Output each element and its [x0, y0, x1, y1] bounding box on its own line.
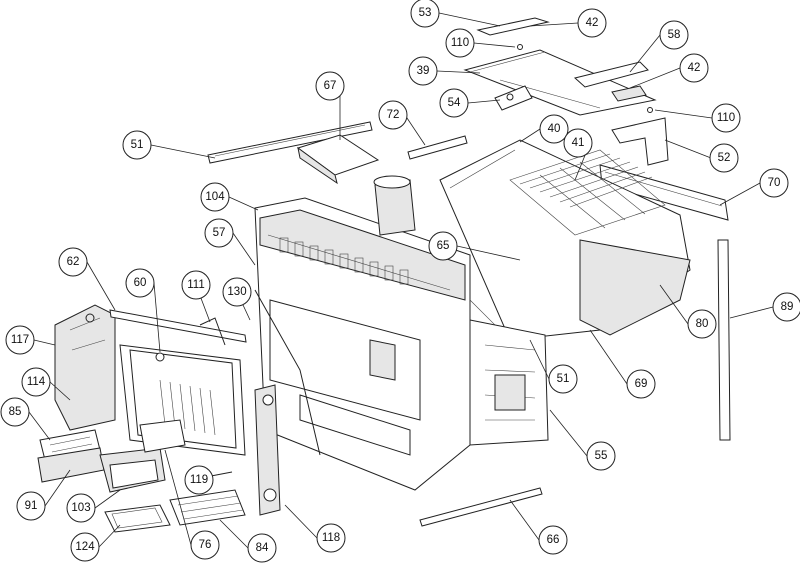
svg-text:76: 76	[199, 539, 212, 551]
callout-51-right: 51	[548, 364, 578, 394]
svg-text:52: 52	[718, 152, 731, 164]
svg-text:111: 111	[187, 279, 204, 291]
svg-text:40: 40	[548, 123, 561, 135]
callout-104: 104	[200, 182, 230, 212]
callout-110-top: 110	[445, 28, 475, 58]
svg-text:117: 117	[11, 334, 29, 346]
svg-text:54: 54	[448, 97, 461, 109]
leader-lines	[28, 12, 774, 549]
callout-111: 111	[181, 270, 211, 300]
callout-62: 62	[58, 247, 88, 277]
svg-text:85: 85	[9, 406, 22, 418]
svg-text:104: 104	[205, 191, 225, 203]
callout-69: 69	[626, 369, 656, 399]
callout-39: 39	[408, 56, 438, 86]
svg-text:72: 72	[387, 109, 400, 121]
callout-85: 85	[0, 397, 30, 427]
callout-80: 80	[687, 309, 717, 339]
svg-text:110: 110	[451, 37, 469, 49]
svg-text:130: 130	[227, 286, 246, 298]
callout-52: 52	[709, 143, 739, 173]
callout-70: 70	[759, 168, 789, 198]
callout-42-right: 42	[679, 53, 709, 83]
parts-drawing	[37, 17, 731, 533]
svg-text:53: 53	[419, 7, 432, 19]
svg-text:103: 103	[71, 502, 90, 514]
svg-text:42: 42	[688, 62, 701, 74]
svg-text:41: 41	[572, 137, 585, 149]
svg-text:42: 42	[586, 17, 599, 29]
svg-text:62: 62	[67, 256, 80, 268]
svg-text:84: 84	[256, 542, 269, 554]
svg-text:58: 58	[668, 29, 681, 41]
callout-57: 57	[204, 218, 234, 248]
callout-65: 65	[428, 231, 458, 261]
callout-91: 91	[16, 491, 46, 521]
callout-72: 72	[378, 100, 408, 130]
callout-54: 54	[439, 88, 469, 118]
callout-118: 118	[316, 523, 346, 553]
svg-text:67: 67	[324, 80, 337, 92]
svg-text:66: 66	[547, 534, 560, 546]
svg-text:124: 124	[75, 541, 95, 553]
callout-41: 41	[563, 128, 593, 158]
svg-text:110: 110	[717, 112, 735, 124]
svg-text:118: 118	[322, 532, 340, 544]
svg-text:119: 119	[190, 474, 208, 486]
svg-text:91: 91	[25, 500, 38, 512]
callout-76: 76	[190, 530, 220, 560]
svg-text:80: 80	[696, 318, 709, 330]
svg-text:60: 60	[134, 277, 147, 289]
callout-110-right: 110	[711, 103, 741, 133]
callout-42-top: 42	[577, 8, 607, 38]
callout-130: 130	[222, 277, 252, 307]
callout-103: 103	[66, 493, 96, 523]
callout-89: 89	[772, 292, 800, 322]
svg-text:39: 39	[417, 65, 430, 77]
callout-114: 114	[21, 367, 51, 397]
callout-58: 58	[659, 20, 689, 50]
svg-text:51: 51	[557, 373, 570, 385]
callout-40: 40	[539, 114, 569, 144]
svg-text:65: 65	[437, 240, 450, 252]
svg-text:69: 69	[635, 378, 648, 390]
callout-84: 84	[247, 533, 277, 563]
callout-51-top: 51	[122, 130, 152, 160]
callout-124: 124	[70, 532, 100, 562]
callout-53: 53	[410, 0, 440, 28]
svg-text:89: 89	[781, 301, 794, 313]
callout-67: 67	[315, 71, 345, 101]
svg-text:114: 114	[27, 376, 46, 388]
callout-60: 60	[125, 268, 155, 298]
svg-text:57: 57	[213, 227, 226, 239]
svg-text:70: 70	[768, 177, 781, 189]
callout-119: 119	[184, 465, 214, 495]
svg-text:55: 55	[595, 450, 608, 462]
callout-66: 66	[538, 525, 568, 555]
callout-55: 55	[586, 441, 616, 471]
callout-117: 117	[5, 325, 35, 355]
svg-text:51: 51	[131, 139, 144, 151]
